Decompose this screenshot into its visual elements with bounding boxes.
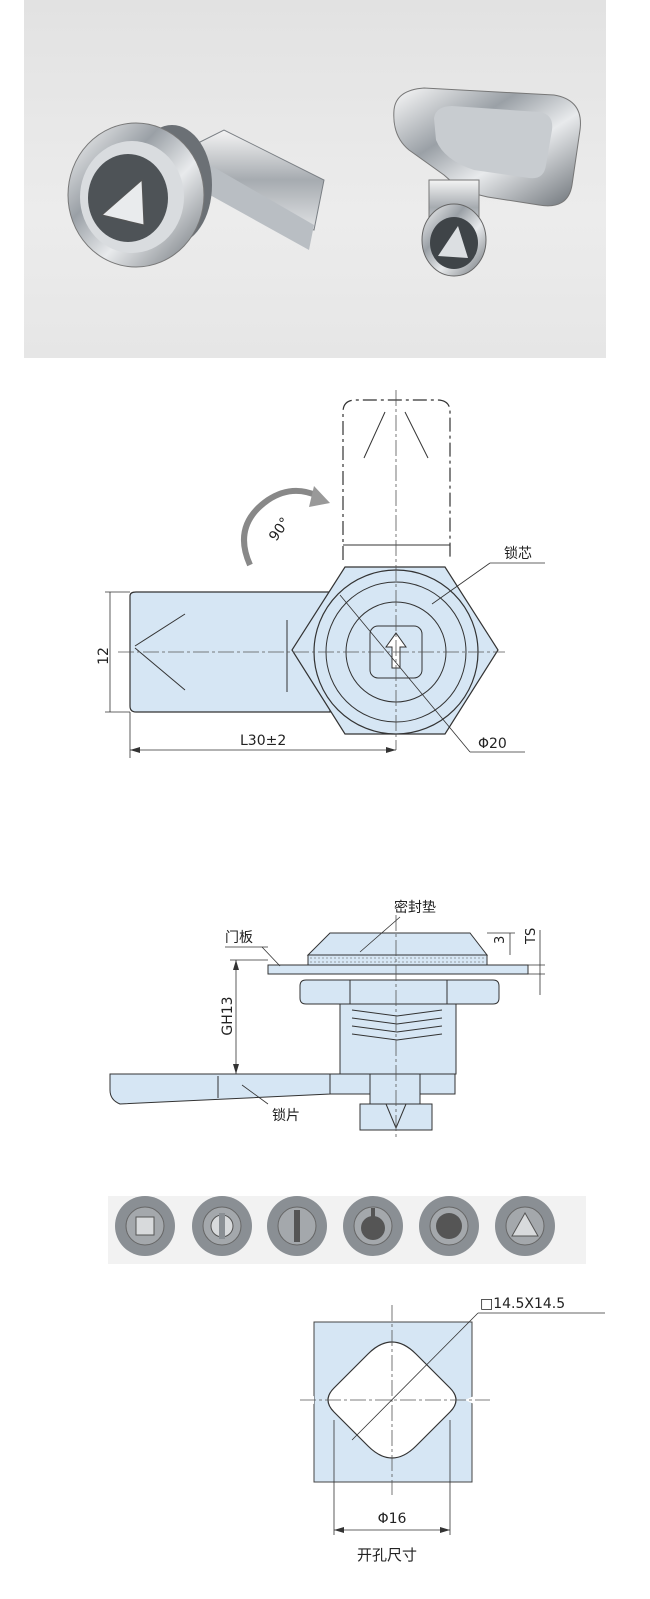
thickness-label: TS	[524, 928, 539, 945]
product-photo	[24, 0, 606, 358]
round-notch-core-icon	[343, 1196, 403, 1256]
cam-side	[109, 1073, 331, 1105]
front-view-drawing: 90° 12 L30±2 锁芯 Φ20	[96, 390, 545, 758]
gasket-label: 密封垫	[394, 899, 436, 916]
head-height-label: 3	[493, 936, 508, 944]
cutout-diameter-label: Φ16	[378, 1511, 407, 1527]
round-core-icon	[419, 1196, 479, 1256]
threaded-body	[339, 1003, 457, 1075]
nut	[299, 979, 500, 1005]
rotation-arrow-icon	[241, 487, 320, 567]
door-panel	[267, 964, 529, 975]
side-view-drawing: 密封垫 门板 GH13 3 TS 锁片	[109, 899, 545, 1140]
triangle-core-icon	[495, 1196, 555, 1256]
double-slot-core-icon	[192, 1196, 252, 1256]
height-dimension-label: 12	[96, 647, 112, 665]
product-photo-art	[67, 87, 581, 277]
panel-label: 门板	[225, 930, 253, 946]
square-size-label: □14.5X14.5	[480, 1296, 565, 1312]
rotated-cam-outline	[342, 399, 451, 560]
cutout-drawing: □14.5X14.5 Φ16 开孔尺寸	[300, 1296, 605, 1564]
diameter-label: Φ20	[478, 736, 507, 752]
grip-label: GH13	[220, 996, 236, 1035]
cam-lock-body	[67, 122, 325, 268]
slot-core-icon	[267, 1196, 327, 1256]
triangle-key	[393, 87, 581, 277]
cam-label: 锁片	[272, 1108, 300, 1124]
square-core-icon	[115, 1196, 175, 1256]
lock-head	[306, 932, 489, 956]
length-dimension-label: L30±2	[240, 733, 286, 749]
core-options-row	[108, 1196, 586, 1264]
core-label: 锁芯	[504, 546, 532, 562]
cutout-caption: 开孔尺寸	[357, 1546, 417, 1564]
rotation-angle-label: 90°	[266, 515, 293, 545]
